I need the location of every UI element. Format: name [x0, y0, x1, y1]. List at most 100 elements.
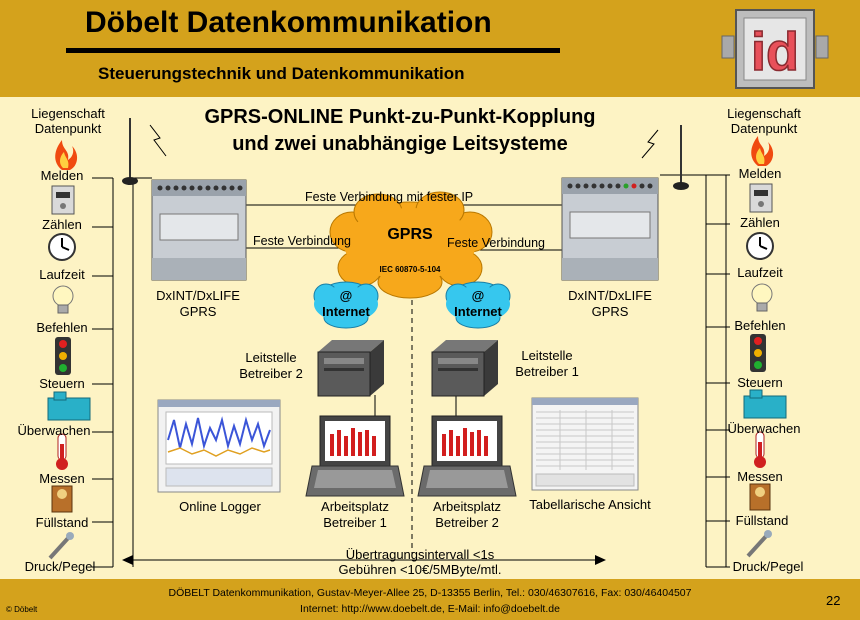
right-item-laufzeit: Laufzeit [737, 265, 783, 280]
antenna-icon [122, 118, 167, 185]
chart-screenshot-icon [157, 399, 281, 493]
gprs-cloud-label: GPRS [387, 226, 433, 243]
left-item-druck-pegel: Druck/Pegel [24, 559, 96, 574]
company-logo: id [721, 9, 829, 89]
right-item-befehlen: Befehlen [734, 318, 786, 333]
diagram-title: GPRS-ONLINE Punkt-zu-Punkt-Kopplung und … [150, 104, 650, 158]
table-screenshot-icon [531, 397, 639, 491]
gprs-modem-icon [151, 179, 247, 281]
diagram-title-line1: GPRS-ONLINE Punkt-zu-Punkt-Kopplung [204, 106, 596, 128]
control-left-line2: Betreiber 2 [239, 366, 303, 381]
right-item-fuellstand: Füllstand [735, 513, 789, 528]
right-site-title: Liegenschaft Datenpunkt [714, 106, 814, 136]
pressure-sensor-icon [746, 530, 772, 558]
left-item-fuellstand: Füllstand [35, 515, 89, 530]
internet-text: Internet [454, 304, 502, 319]
meter-icon [749, 183, 773, 213]
control-left-line1: Leitstelle [245, 350, 297, 365]
traffic-light-icon [750, 334, 766, 372]
right-site-title-line1: Liegenschaft [727, 106, 801, 121]
left-item-befehlen: Befehlen [36, 320, 88, 335]
internet-cloud-right-core [446, 286, 510, 322]
internet-cloud-right-label: @ Internet [448, 288, 508, 320]
online-logger-label: Online Logger [179, 499, 261, 514]
gprs-modem-icon [561, 177, 659, 281]
clock-icon [746, 232, 774, 260]
page-subtitle: Steuerungstechnik und Datenkommunikation [98, 64, 465, 83]
gprs-protocol-label: IEC 60870-5-104 [379, 265, 441, 274]
fixed-connection-left-label: Feste Verbindung [253, 234, 351, 248]
device-right-line1: DxINT/DxLIFE [568, 288, 652, 303]
footer-copyright: © Döbelt [6, 605, 38, 614]
left-item-ueberwachen: Überwachen [17, 423, 91, 438]
fixed-connection-right-label: Feste Verbindung [447, 236, 545, 250]
internet-at-symbol: @ [471, 288, 485, 303]
left-item-melden: Melden [40, 168, 84, 183]
traffic-light-icon [55, 337, 71, 375]
workstation-left-line1: Arbeitsplatz [321, 499, 389, 514]
left-site-title: Liegenschaft Datenpunkt [18, 106, 118, 136]
right-bus-lines [660, 174, 730, 568]
left-bus-lines [92, 177, 152, 568]
server-icon [317, 340, 384, 397]
gprs-cloud-core [344, 208, 476, 280]
meter-icon [51, 185, 75, 215]
level-gauge-icon [749, 483, 771, 511]
control-center-right-label: Leitstelle Betreiber 1 [502, 348, 592, 380]
right-item-melden: Melden [738, 166, 782, 181]
footer-address: DÖBELT Datenkommunikation, Gustav-Meyer-… [168, 587, 692, 599]
antenna-icon [641, 125, 689, 190]
device-left-line1: DxINT/DxLIFE [156, 288, 240, 303]
device-right-line2: GPRS [591, 304, 629, 319]
thermometer-icon [754, 431, 766, 468]
flame-icon [55, 140, 78, 170]
internet-text: Internet [322, 304, 370, 319]
workstation-left-label: Arbeitsplatz Betreiber 1 [300, 499, 410, 531]
workstation-right-label: Arbeitsplatz Betreiber 2 [412, 499, 522, 531]
logo-text: id [751, 22, 799, 82]
page-number: 22 [826, 593, 841, 608]
fixed-ip-connection-label: Feste Verbindung mit fester IP [305, 190, 474, 204]
internet-cloud-left-label: @ Internet [316, 288, 376, 320]
server-icon [431, 340, 498, 397]
pressure-sensor-icon [48, 532, 74, 560]
pump-icon [743, 389, 787, 419]
right-item-messen: Messen [737, 469, 783, 484]
right-site-title-line2: Datenpunkt [730, 121, 798, 136]
left-site-title-line1: Liegenschaft [31, 106, 105, 121]
pump-icon [47, 391, 91, 421]
internet-cloud-left-core [314, 286, 378, 322]
transfer-fee-label: Gebühren <10€/5MByte/mtl. [338, 562, 502, 577]
level-gauge-icon [51, 485, 73, 513]
header-divider [66, 48, 560, 53]
footer-bar [0, 579, 860, 620]
right-item-zaehlen: Zählen [740, 215, 780, 230]
control-right-line1: Leitstelle [521, 348, 573, 363]
flame-icon [751, 136, 774, 166]
internet-at-symbol: @ [339, 288, 353, 303]
footer-contact: Internet: http://www.doebelt.de, E-Mail:… [300, 603, 560, 615]
workstation-right-line1: Arbeitsplatz [433, 499, 501, 514]
left-item-zaehlen: Zählen [42, 217, 82, 232]
right-item-steuern: Steuern [737, 375, 783, 390]
device-left-label: DxINT/DxLIFE GPRS [138, 288, 258, 320]
left-item-laufzeit: Laufzeit [39, 267, 85, 282]
transfer-info: Übertragungsintervall <1s Gebühren <10€/… [270, 547, 570, 577]
right-item-ueberwachen: Überwachen [727, 421, 801, 436]
device-left-line2: GPRS [179, 304, 217, 319]
lightbulb-icon [751, 283, 773, 312]
right-item-druck-pegel: Druck/Pegel [732, 559, 804, 574]
table-view-label: Tabellarische Ansicht [529, 497, 651, 512]
interval-arrow-left [122, 555, 133, 565]
thermometer-icon [56, 433, 68, 470]
control-center-left-label: Leitstelle Betreiber 2 [226, 350, 316, 382]
transfer-interval-label: Übertragungsintervall <1s [345, 547, 495, 562]
laptop-icon [305, 415, 405, 497]
left-item-messen: Messen [39, 471, 85, 486]
page-title: Döbelt Datenkommunikation [85, 6, 492, 39]
device-right-label: DxINT/DxLIFE GPRS [550, 288, 670, 320]
workstation-left-line2: Betreiber 1 [323, 515, 387, 530]
left-site-title-line2: Datenpunkt [34, 121, 102, 136]
left-item-steuern: Steuern [39, 376, 85, 391]
